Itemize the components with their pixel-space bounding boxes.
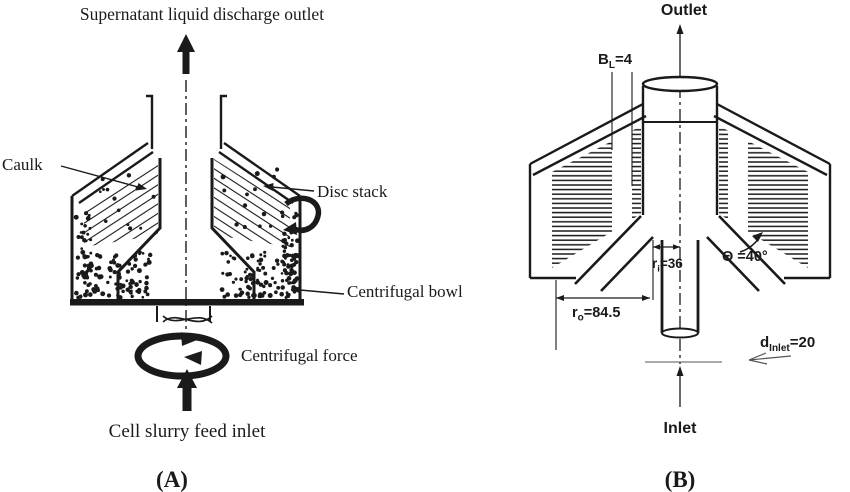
central-channel-a xyxy=(116,158,256,299)
cell-pellet-dots xyxy=(73,167,301,300)
label-supernatant-outlet: Supernatant liquid discharge outlet xyxy=(80,4,324,24)
bowl-bottom-a xyxy=(70,299,304,306)
label-ri: ri=36 xyxy=(652,256,683,275)
label-caulk: Caulk xyxy=(2,155,43,174)
label-centrifugal-bowl: Centrifugal bowl xyxy=(347,282,463,301)
label-bl: BL=4 xyxy=(598,51,633,71)
theta-arrowhead xyxy=(752,232,763,242)
ri-arrowhead-right xyxy=(673,244,680,250)
caulk-gap-right xyxy=(728,122,748,248)
caulk-leader xyxy=(60,165,139,188)
ri-arrowhead-left xyxy=(653,244,660,250)
caption-panel-b: (B) xyxy=(665,467,696,492)
ro-arrowhead-right xyxy=(642,295,650,301)
label-disc-stack: Disc stack xyxy=(317,182,388,201)
disc-stack-leader-arrowhead xyxy=(263,183,274,191)
cone-roof-b xyxy=(529,102,831,177)
discharge-arrow-up-icon xyxy=(177,34,195,74)
bl-dimension-lines xyxy=(611,72,633,186)
inlet-tube-bottom xyxy=(661,327,699,339)
panel-b-dimension-drawing: Outlet BL=4 ri=36 xyxy=(528,2,832,492)
bowl-leader xyxy=(299,289,345,295)
bowl-leader-arrowhead xyxy=(291,286,302,294)
rotation-arrowhead-inner xyxy=(184,351,202,365)
rotation-arrowhead-top xyxy=(181,332,197,346)
label-feed-inlet: Cell slurry feed inlet xyxy=(109,421,266,442)
bowl-rotation-arrow-icon xyxy=(284,195,322,234)
feed-arrow-up-icon xyxy=(177,369,197,411)
label-theta: Θ =40° xyxy=(722,249,768,265)
outlet-tube-a xyxy=(146,94,227,149)
bowl-walls-b xyxy=(528,164,832,280)
panel-a-schematic: Supernatant liquid discharge outlet xyxy=(2,4,463,492)
label-dinlet: dInlet=20 xyxy=(760,334,815,354)
disc-stack-hatch-left xyxy=(84,159,158,247)
bottom-cone-walls-b xyxy=(574,215,786,292)
label-outlet: Outlet xyxy=(661,2,708,19)
bowl-rotation-arrowhead xyxy=(283,222,297,235)
disc-stack-leader xyxy=(271,186,315,192)
ro-arrowhead-left xyxy=(556,295,564,301)
bowl-walls-a xyxy=(70,196,302,303)
outlet-cylinder-walls xyxy=(641,86,719,215)
outlet-arrowhead xyxy=(676,24,684,34)
inlet-tube-b xyxy=(660,240,700,333)
swirl-symbol-a xyxy=(162,315,213,324)
label-centrifugal-force: Centrifugal force xyxy=(241,346,358,365)
outlet-cylinder-top xyxy=(641,75,719,93)
caulk-leader-arrowhead xyxy=(136,183,147,191)
label-inlet: Inlet xyxy=(664,420,698,437)
caption-panel-a: (A) xyxy=(156,467,188,492)
label-ro: ro=84.5 xyxy=(572,305,620,324)
inlet-arrowhead xyxy=(676,366,684,376)
rotation-swirl-arrow-icon xyxy=(748,352,792,365)
bowl-roof-a xyxy=(71,142,301,204)
feed-tube-a xyxy=(156,306,211,322)
caulk-gap-left xyxy=(612,122,632,248)
